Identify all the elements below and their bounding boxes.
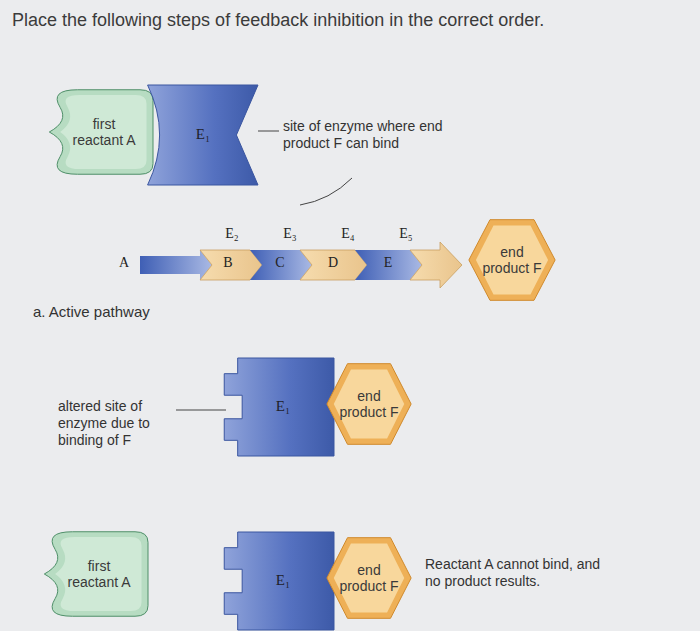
end-product: end product F (468, 218, 556, 302)
pathway-letter: A (119, 255, 129, 272)
callout-label: Reactant A cannot bind, and no product r… (425, 556, 610, 590)
reactant-shape: first reactant A (45, 88, 153, 176)
leader-line (176, 410, 226, 411)
node-text: end product F (480, 244, 544, 276)
pathway-step (250, 250, 312, 280)
end-product: end product F (326, 362, 412, 446)
pathway-letter: E₂ (225, 226, 238, 243)
node-text: first reactant A (63, 558, 135, 590)
pathway-letter: E₅ (399, 226, 412, 243)
leader-line (300, 178, 352, 205)
end-product: end product F (326, 536, 412, 620)
pathway-letter: D (328, 255, 338, 272)
pathway-step (300, 250, 367, 280)
callout-label: a. Active pathway (33, 303, 150, 321)
pathway-step (355, 250, 422, 280)
pathway-letter: E (384, 255, 393, 272)
question-title: Place the following steps of feedback in… (12, 10, 544, 31)
node-text: first reactant A (68, 116, 140, 148)
reactant-shape: first reactant A (40, 530, 148, 618)
node-text: E₁ (196, 126, 210, 143)
node-text: E₁ (276, 398, 290, 415)
node-text: end product F (337, 388, 401, 420)
callout-label: site of enzyme where end product F can b… (283, 118, 458, 152)
enzyme-shape: E₁ (222, 532, 334, 630)
node-text: E₁ (276, 572, 290, 589)
pathway-letter: E₃ (283, 226, 296, 243)
pathway-arrowhead (410, 242, 462, 288)
leader-line (258, 131, 279, 132)
enzyme-shape: E₁ (222, 358, 334, 456)
pathway-letter: C (275, 255, 284, 272)
callout-label: altered site of enzyme due to binding of… (58, 398, 176, 448)
pathway-arrow (140, 250, 212, 280)
pathway-letter: B (223, 255, 232, 272)
enzyme-shape: E₁ (138, 85, 258, 185)
pathway-step (200, 250, 262, 280)
node-text: end product F (337, 562, 401, 594)
pathway-letter: E₄ (341, 226, 354, 243)
